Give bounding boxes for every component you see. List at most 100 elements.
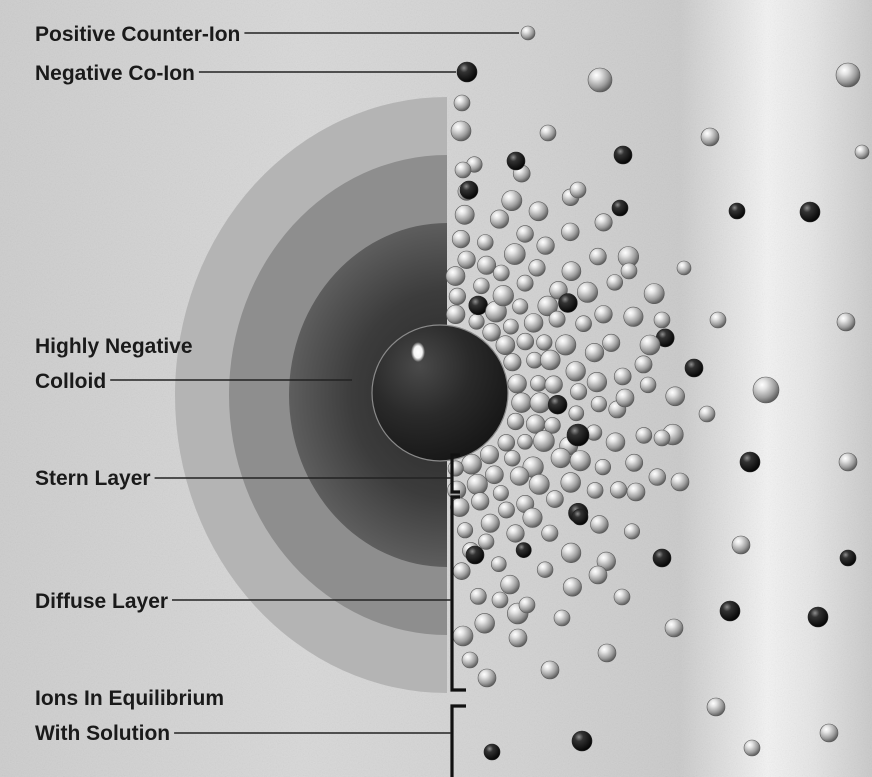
positive-counter-ion bbox=[452, 625, 474, 647]
positive-counter-ion bbox=[471, 492, 490, 511]
positive-counter-ion bbox=[446, 304, 466, 325]
positive-counter-ion bbox=[461, 651, 479, 669]
positive-counter-ion bbox=[512, 298, 529, 315]
positive-counter-ion bbox=[523, 313, 544, 333]
positive-counter-ion bbox=[634, 355, 653, 374]
positive-counter-ion bbox=[752, 376, 780, 404]
positive-counter-ion bbox=[575, 315, 592, 333]
positive-counter-ion bbox=[508, 628, 528, 648]
positive-counter-ion bbox=[623, 306, 644, 327]
negative-co-ion bbox=[483, 743, 501, 761]
negative-co-ion bbox=[799, 201, 821, 223]
positive-counter-ion bbox=[589, 247, 607, 266]
positive-counter-ion bbox=[544, 375, 563, 394]
positive-counter-ion bbox=[561, 261, 582, 282]
positive-counter-ion bbox=[489, 209, 509, 229]
positive-counter-ion bbox=[516, 274, 534, 292]
positive-counter-ion bbox=[457, 522, 474, 539]
positive-counter-ion bbox=[541, 524, 559, 542]
positive-counter-ion bbox=[501, 190, 523, 212]
positive-counter-ion bbox=[495, 335, 516, 356]
negative-co-ion bbox=[571, 508, 589, 526]
positive-counter-ion bbox=[584, 343, 605, 363]
positive-counter-ion bbox=[491, 591, 509, 609]
positive-counter-ion bbox=[743, 739, 761, 757]
negative-co-ion bbox=[611, 199, 629, 217]
positive-counter-ion bbox=[700, 127, 720, 147]
positive-counter-ion bbox=[536, 334, 553, 351]
positive-counter-ion bbox=[623, 523, 640, 540]
negative-co-ion bbox=[506, 151, 526, 171]
positive-counter-ion bbox=[447, 460, 464, 477]
positive-counter-ion bbox=[562, 577, 582, 597]
positive-counter-ion bbox=[497, 434, 515, 452]
negative-co-ion bbox=[719, 600, 741, 622]
positive-counter-ion bbox=[635, 427, 653, 444]
positive-counter-ion bbox=[838, 452, 858, 472]
negative-co-ion bbox=[739, 451, 761, 473]
positive-counter-ion bbox=[670, 472, 690, 492]
positive-counter-ion bbox=[502, 318, 519, 335]
double-layer-regions bbox=[175, 97, 447, 693]
positive-counter-ion bbox=[540, 660, 560, 680]
positive-counter-ion bbox=[553, 609, 571, 627]
label-ions-line1: Ions In Equilibrium bbox=[35, 687, 224, 710]
positive-counter-ion bbox=[457, 250, 476, 269]
positive-counter-ion bbox=[445, 266, 466, 286]
positive-counter-ion bbox=[605, 432, 626, 452]
positive-counter-ion bbox=[473, 277, 490, 295]
positive-counter-ion bbox=[511, 392, 532, 413]
positive-counter-ion bbox=[639, 376, 657, 394]
negative-co-ion bbox=[684, 358, 704, 378]
positive-counter-ion bbox=[448, 287, 467, 306]
positive-counter-ion bbox=[478, 533, 495, 550]
positive-counter-ion bbox=[590, 396, 608, 413]
positive-counter-ion bbox=[709, 311, 727, 329]
positive-counter-ion bbox=[469, 588, 487, 605]
stern-region bbox=[289, 223, 447, 567]
label-negative-co-ion: Negative Co-Ion bbox=[35, 62, 195, 85]
positive-counter-ion bbox=[615, 388, 635, 408]
colloid-highlight bbox=[411, 342, 425, 362]
positive-counter-ion bbox=[586, 482, 604, 499]
positive-counter-ion bbox=[594, 459, 612, 476]
label-colloid-line1: Highly Negative bbox=[35, 335, 193, 358]
positive-counter-ion bbox=[533, 430, 555, 452]
positive-counter-ion bbox=[480, 513, 500, 533]
positive-counter-ion bbox=[506, 412, 525, 431]
positive-counter-ion bbox=[506, 524, 525, 543]
positive-counter-ion bbox=[569, 450, 591, 472]
positive-counter-ion bbox=[596, 551, 616, 572]
positive-counter-ion bbox=[587, 67, 613, 93]
diffuse-layer-bracket bbox=[450, 495, 466, 692]
positive-counter-ion bbox=[665, 386, 686, 407]
positive-counter-ion bbox=[490, 556, 507, 573]
positive-counter-ion bbox=[620, 262, 638, 280]
positive-counter-ion bbox=[509, 466, 530, 486]
label-stern-layer: Stern Layer bbox=[35, 467, 151, 490]
negative-co-ion-key bbox=[456, 61, 478, 83]
positive-counter-ion bbox=[492, 485, 509, 502]
positive-counter-ion bbox=[570, 383, 588, 401]
negative-co-ion bbox=[652, 548, 672, 568]
positive-counter-ion bbox=[706, 697, 726, 717]
positive-counter-ion bbox=[529, 392, 551, 414]
positive-counter-ion bbox=[613, 367, 632, 386]
negative-co-ion bbox=[839, 549, 857, 567]
positive-counter-ion bbox=[819, 723, 839, 743]
positive-counter-ion bbox=[569, 181, 587, 199]
positive-counter-ion bbox=[626, 482, 646, 502]
positive-counter-ion bbox=[503, 353, 522, 372]
positive-counter-ion bbox=[526, 351, 543, 369]
solution-bracket bbox=[450, 704, 466, 777]
positive-counter-ion bbox=[536, 236, 555, 255]
positive-counter-ion bbox=[625, 453, 644, 472]
positive-counter-ion bbox=[597, 643, 617, 663]
positive-counter-ion bbox=[468, 313, 485, 330]
positive-counter-ion bbox=[454, 161, 472, 179]
positive-counter-ion bbox=[664, 618, 684, 638]
positive-counter-ion bbox=[528, 473, 550, 495]
positive-counter-ion bbox=[522, 507, 543, 528]
